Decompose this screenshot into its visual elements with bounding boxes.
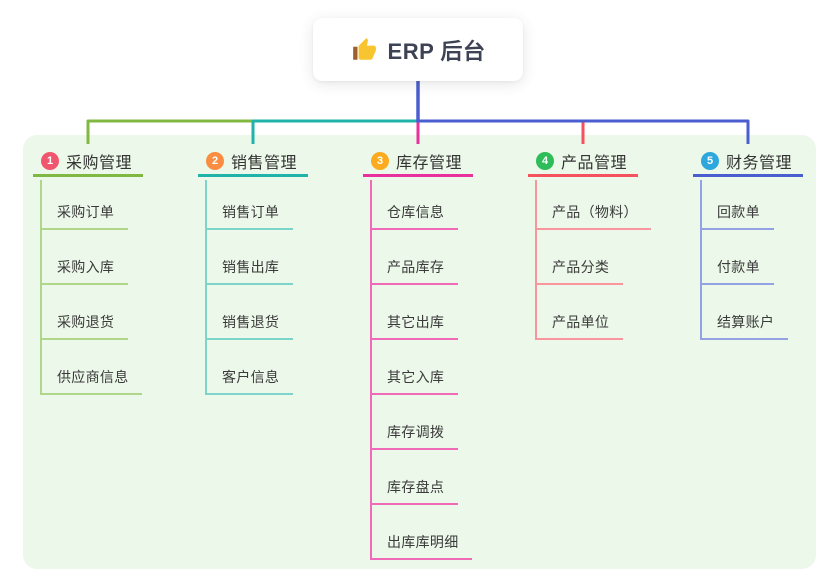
child-node-4-1[interactable]: 产品（物料） <box>552 204 638 220</box>
child-node-3-2[interactable]: 产品库存 <box>387 259 445 275</box>
branch-node-3[interactable]: 3 库存管理 <box>363 148 473 177</box>
branch-label-text-5: 财务管理 <box>726 155 793 172</box>
child-node-underline <box>700 228 774 230</box>
child-node-5-2[interactable]: 付款单 <box>717 259 760 275</box>
child-node-underline <box>370 558 472 560</box>
root-node[interactable]: ERP 后台 <box>313 18 523 81</box>
child-node-underline <box>40 283 128 285</box>
child-node-underline <box>205 283 293 285</box>
child-node-underline <box>40 228 128 230</box>
child-node-underline <box>205 393 293 395</box>
child-node-underline <box>205 228 293 230</box>
child-node-underline <box>370 448 458 450</box>
child-node-5-1[interactable]: 回款单 <box>717 204 760 220</box>
child-node-underline <box>370 338 458 340</box>
child-node-4-2[interactable]: 产品分类 <box>552 259 610 275</box>
child-node-underline <box>40 338 128 340</box>
child-node-2-2[interactable]: 销售出库 <box>222 259 280 275</box>
branch-node-2[interactable]: 2 销售管理 <box>198 148 308 177</box>
child-node-4-3[interactable]: 产品单位 <box>552 314 610 330</box>
branch-label-text-1: 采购管理 <box>66 155 133 172</box>
child-node-5-3[interactable]: 结算账户 <box>717 314 775 330</box>
child-node-underline <box>535 228 651 230</box>
child-node-3-7[interactable]: 出库库明细 <box>387 534 459 550</box>
branch-badge-3: 3 <box>371 152 389 170</box>
child-node-3-3[interactable]: 其它出库 <box>387 314 445 330</box>
thumbs-up-icon <box>351 37 377 63</box>
child-node-2-1[interactable]: 销售订单 <box>222 204 280 220</box>
child-node-2-4[interactable]: 客户信息 <box>222 369 280 385</box>
child-node-3-1[interactable]: 仓库信息 <box>387 204 445 220</box>
branch-5-children-line <box>700 180 702 340</box>
child-node-underline <box>205 338 293 340</box>
branch-label-text-4: 产品管理 <box>561 155 628 172</box>
branch-label-text-3: 库存管理 <box>396 155 463 172</box>
branch-node-4[interactable]: 4 产品管理 <box>528 148 638 177</box>
branch-badge-5: 5 <box>701 152 719 170</box>
branch-2-children-line <box>205 180 207 395</box>
child-node-underline <box>370 283 458 285</box>
child-node-1-2[interactable]: 采购入库 <box>57 259 115 275</box>
branch-badge-2: 2 <box>206 152 224 170</box>
branch-badge-4: 4 <box>536 152 554 170</box>
child-node-1-3[interactable]: 采购退货 <box>57 314 115 330</box>
branch-3-children-line <box>370 180 372 560</box>
branch-1-children-line <box>40 180 42 395</box>
branch-node-1[interactable]: 1 采购管理 <box>33 148 143 177</box>
child-node-3-4[interactable]: 其它入库 <box>387 369 445 385</box>
branch-node-5[interactable]: 5 财务管理 <box>693 148 803 177</box>
child-node-underline <box>370 228 458 230</box>
root-node-label: ERP 后台 <box>387 38 486 64</box>
child-node-underline <box>535 338 623 340</box>
child-node-underline <box>700 338 788 340</box>
branch-4-children-line <box>535 180 537 340</box>
child-node-underline <box>535 283 623 285</box>
child-node-underline <box>370 393 458 395</box>
child-node-underline <box>370 503 458 505</box>
child-node-3-6[interactable]: 库存盘点 <box>387 479 445 495</box>
branches-panel <box>23 135 816 569</box>
child-node-underline <box>40 393 142 395</box>
child-node-1-1[interactable]: 采购订单 <box>57 204 115 220</box>
child-node-underline <box>700 283 774 285</box>
child-node-1-4[interactable]: 供应商信息 <box>57 369 129 385</box>
child-node-3-5[interactable]: 库存调拨 <box>387 424 445 440</box>
branch-label-text-2: 销售管理 <box>231 155 298 172</box>
branch-badge-1: 1 <box>41 152 59 170</box>
child-node-2-3[interactable]: 销售退货 <box>222 314 280 330</box>
